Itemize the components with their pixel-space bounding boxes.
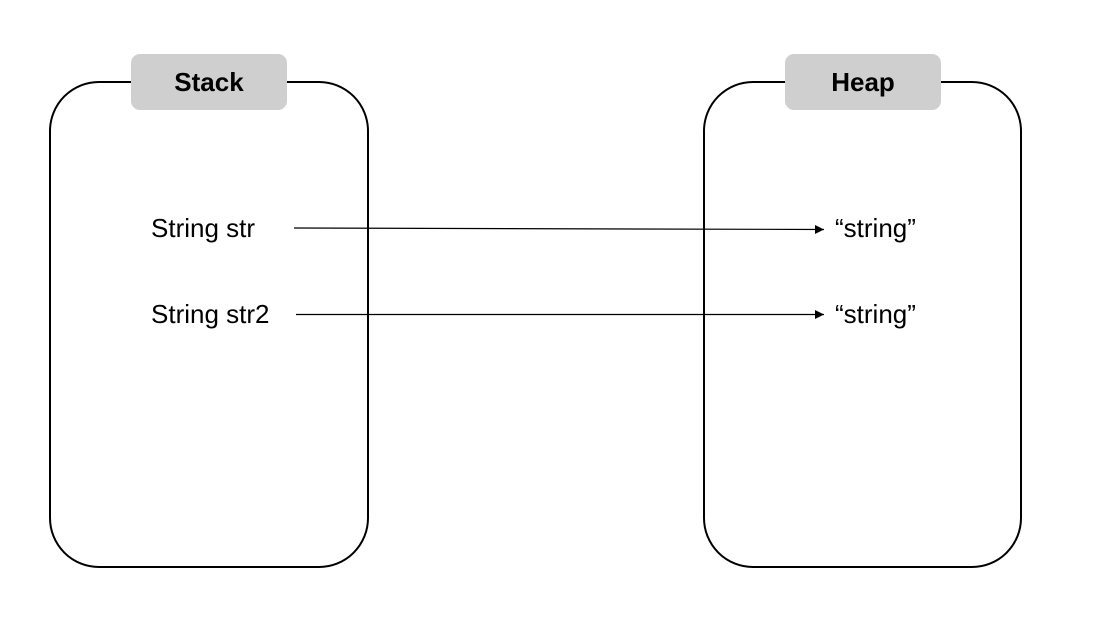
heap-title: Heap <box>785 54 941 110</box>
stack-variable-str2: String str2 <box>151 299 270 329</box>
heap-value-string-2: “string” <box>835 299 916 329</box>
stack-title: Stack <box>131 54 287 110</box>
stack-panel <box>49 81 369 568</box>
stack-variable-str: String str <box>151 213 256 243</box>
heap-value-string-1: “string” <box>835 213 916 243</box>
heap-panel <box>703 81 1022 568</box>
